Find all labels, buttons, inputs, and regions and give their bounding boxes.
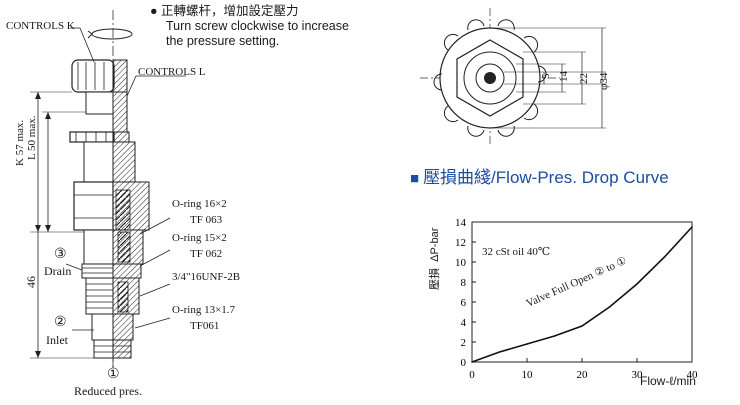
tf061-label: TF061 bbox=[190, 320, 220, 332]
x-tick-label: 30 bbox=[632, 369, 644, 381]
adjust-note: ● 正轉螺杆，增加設定壓力 Turn screw clockwise to in… bbox=[150, 4, 349, 49]
l-dimension-label: L 50 max. bbox=[26, 115, 38, 161]
k-dimension-label: K 57 max. bbox=[14, 119, 26, 166]
y-axis-ticks: 0 2 4 6 8 10 12 14 bbox=[455, 217, 476, 369]
curve-point bbox=[498, 351, 501, 353]
oil-note: 32 cSt oil 40℃ bbox=[482, 246, 551, 258]
controls-l-label: CONTROLS L bbox=[138, 66, 206, 78]
oring-13-label: O-ring 13×1.7 bbox=[172, 304, 236, 316]
y-axis-label-en: ΔP-bar bbox=[429, 227, 441, 262]
note-line-en-2: the pressure setting. bbox=[166, 34, 280, 48]
controls-k-label: CONTROLS K bbox=[6, 20, 75, 32]
y-axis-label-cn: 壓損 bbox=[429, 268, 441, 290]
oring-15-label: O-ring 15×2 bbox=[172, 232, 227, 244]
dim-22-label: 22 bbox=[578, 73, 590, 84]
flow-pressure-chart: 0 2 4 6 8 10 12 14 0 10 20 30 40 bbox=[455, 217, 698, 381]
x-axis-ticks: 0 10 20 30 40 bbox=[469, 358, 698, 381]
curve-title-text: 壓損曲綫/Flow-Pres. Drop Curve bbox=[423, 168, 669, 187]
x-axis-label: Flow-ℓ/min bbox=[640, 374, 696, 388]
x-tick-label: 0 bbox=[469, 369, 475, 381]
y-tick-label: 6 bbox=[461, 297, 467, 309]
dim-46-label: 46 bbox=[24, 276, 38, 288]
x-tick-label: 40 bbox=[687, 369, 699, 381]
curve-point bbox=[581, 325, 583, 327]
dim-14-label: 14 bbox=[558, 71, 570, 82]
curve-point bbox=[663, 256, 666, 258]
oring-16-label: O-ring 16×2 bbox=[172, 198, 227, 210]
y-tick-label: 4 bbox=[461, 317, 467, 329]
drain-label: Drain bbox=[44, 264, 72, 278]
port-1-number: ① bbox=[107, 367, 120, 382]
curve-point bbox=[471, 361, 473, 363]
curve-point bbox=[636, 283, 638, 285]
port-2-number: ② bbox=[54, 315, 67, 330]
curve-points bbox=[471, 226, 693, 363]
plot-frame bbox=[471, 221, 693, 363]
y-tick-label: 0 bbox=[461, 357, 467, 369]
port-3-number: ③ bbox=[54, 247, 67, 262]
end-view-drawing bbox=[420, 8, 606, 146]
note-bullet: ● bbox=[150, 4, 158, 18]
reduced-pres-label: Reduced pres. bbox=[74, 384, 142, 398]
inlet-label: Inlet bbox=[46, 333, 68, 347]
valve-section-drawing bbox=[30, 10, 186, 370]
knob-k bbox=[71, 59, 128, 93]
rotation-arrow-icon bbox=[91, 28, 133, 40]
y-axis-label: 壓損 ΔP-bar bbox=[426, 228, 442, 290]
y-tick-label: 12 bbox=[455, 237, 466, 249]
tf-063-label: TF 063 bbox=[190, 214, 223, 226]
note-line-en-1: Turn screw clockwise to increase bbox=[166, 19, 349, 33]
dim-5-label: 5 bbox=[540, 73, 552, 80]
tf-062-label: TF 062 bbox=[190, 248, 223, 260]
note-line-cn: 正轉螺杆，增加設定壓力 bbox=[161, 4, 299, 18]
y-tick-label: 8 bbox=[461, 277, 467, 289]
y-tick-label: 14 bbox=[455, 217, 467, 229]
curve-point bbox=[608, 306, 611, 308]
y-tick-label: 2 bbox=[461, 337, 467, 349]
curve-title: ■壓損曲綫/Flow-Pres. Drop Curve bbox=[410, 163, 669, 188]
dim-34-label: φ34 bbox=[598, 72, 610, 90]
curve-point bbox=[691, 226, 693, 228]
thread-spec-label: 3/4"16UNF-2B bbox=[172, 271, 241, 283]
curve-point bbox=[553, 335, 556, 337]
x-tick-label: 10 bbox=[522, 369, 534, 381]
title-square-icon: ■ bbox=[410, 170, 420, 187]
y-tick-label: 10 bbox=[455, 257, 467, 269]
x-tick-label: 20 bbox=[577, 369, 589, 381]
curve-point bbox=[526, 343, 528, 345]
